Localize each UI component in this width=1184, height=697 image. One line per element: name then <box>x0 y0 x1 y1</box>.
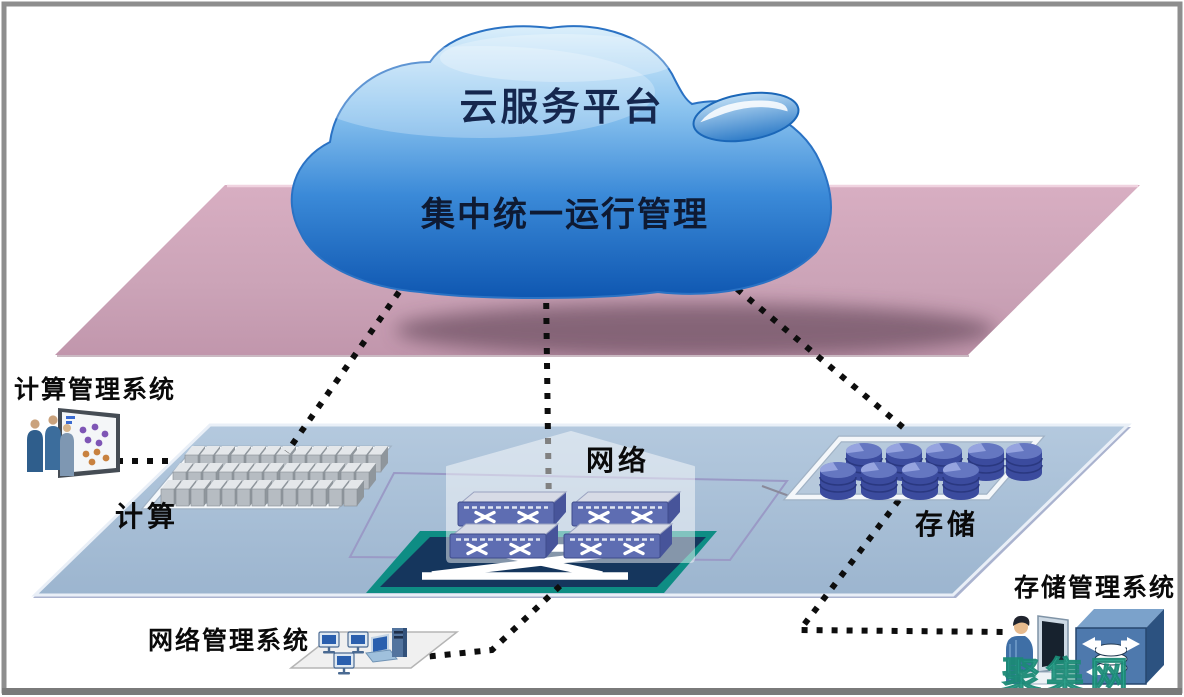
network-management-label: 网络管理系统 <box>148 626 310 655</box>
people-figures <box>27 415 74 476</box>
compute-area <box>140 445 393 510</box>
cloud-title: 云服务平台 <box>459 87 664 129</box>
compute-management-label: 计算管理系统 <box>14 375 176 404</box>
laptop-icon <box>365 633 398 663</box>
cloud-bubble <box>692 91 800 143</box>
disk-stack-glyph <box>1094 643 1128 675</box>
storage-area <box>782 435 1046 501</box>
server-tower-icon <box>392 628 407 657</box>
operator-figure <box>1006 615 1071 685</box>
compute-servers-icon <box>161 446 388 506</box>
connector-storage-storagemgmt <box>793 498 1008 635</box>
storage-zone-label: 存储 <box>915 508 979 541</box>
cloud-subtitle: 集中统一运行管理 <box>420 196 709 234</box>
compute-management-icon <box>27 408 120 478</box>
network-management-icon <box>288 628 460 676</box>
compute-zone-label: 计算 <box>115 500 179 533</box>
network-switches-icon <box>446 431 695 563</box>
transfer-arrows <box>1082 637 1140 678</box>
storage-management-icon <box>1006 609 1164 685</box>
cloud-shape: 云服务平台 集中统一运行管理 <box>290 25 832 299</box>
connector-cloud-storage <box>735 286 907 432</box>
storage-management-label: 存储管理系统 <box>1014 573 1176 602</box>
connector-network-netmgmt <box>403 583 563 662</box>
cloud-shadow <box>395 303 995 355</box>
network-zone-label: 网络 <box>586 444 650 477</box>
connector-cloud-compute <box>284 290 402 454</box>
